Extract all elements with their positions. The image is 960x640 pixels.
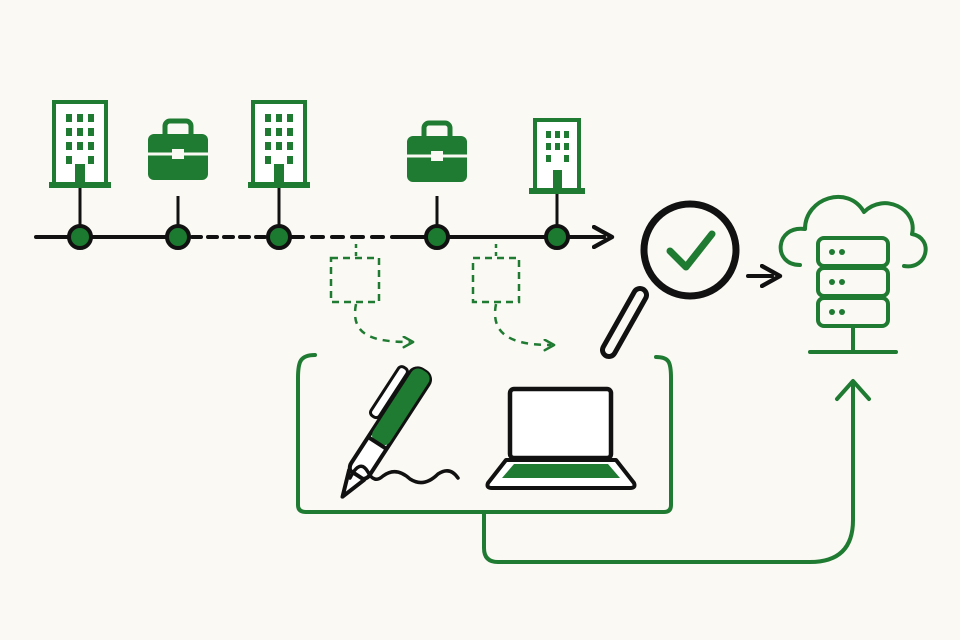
building-icon [529, 118, 585, 194]
timeline-node [266, 224, 292, 250]
building-icon [49, 100, 111, 188]
gap-placeholder-2 [471, 244, 551, 345]
timeline-node [544, 224, 570, 250]
timeline-node [165, 224, 191, 250]
placeholder-box-icon [329, 256, 381, 304]
placeholder-box-icon [471, 256, 521, 304]
gap-placeholder-1 [329, 244, 410, 342]
timeline-node [67, 224, 93, 250]
briefcase-icon [148, 118, 208, 180]
node-connectors [78, 188, 559, 226]
briefcase-icon [407, 120, 467, 182]
building-icon [248, 100, 310, 188]
flow-to-storage [482, 379, 871, 564]
timeline-node [424, 224, 450, 250]
pen-signature-icon [340, 365, 460, 499]
timeline-nodes [67, 224, 570, 250]
cloud-server-icon [778, 194, 928, 354]
laptop-icon [485, 386, 637, 490]
magnifier-check-icon [600, 200, 740, 359]
